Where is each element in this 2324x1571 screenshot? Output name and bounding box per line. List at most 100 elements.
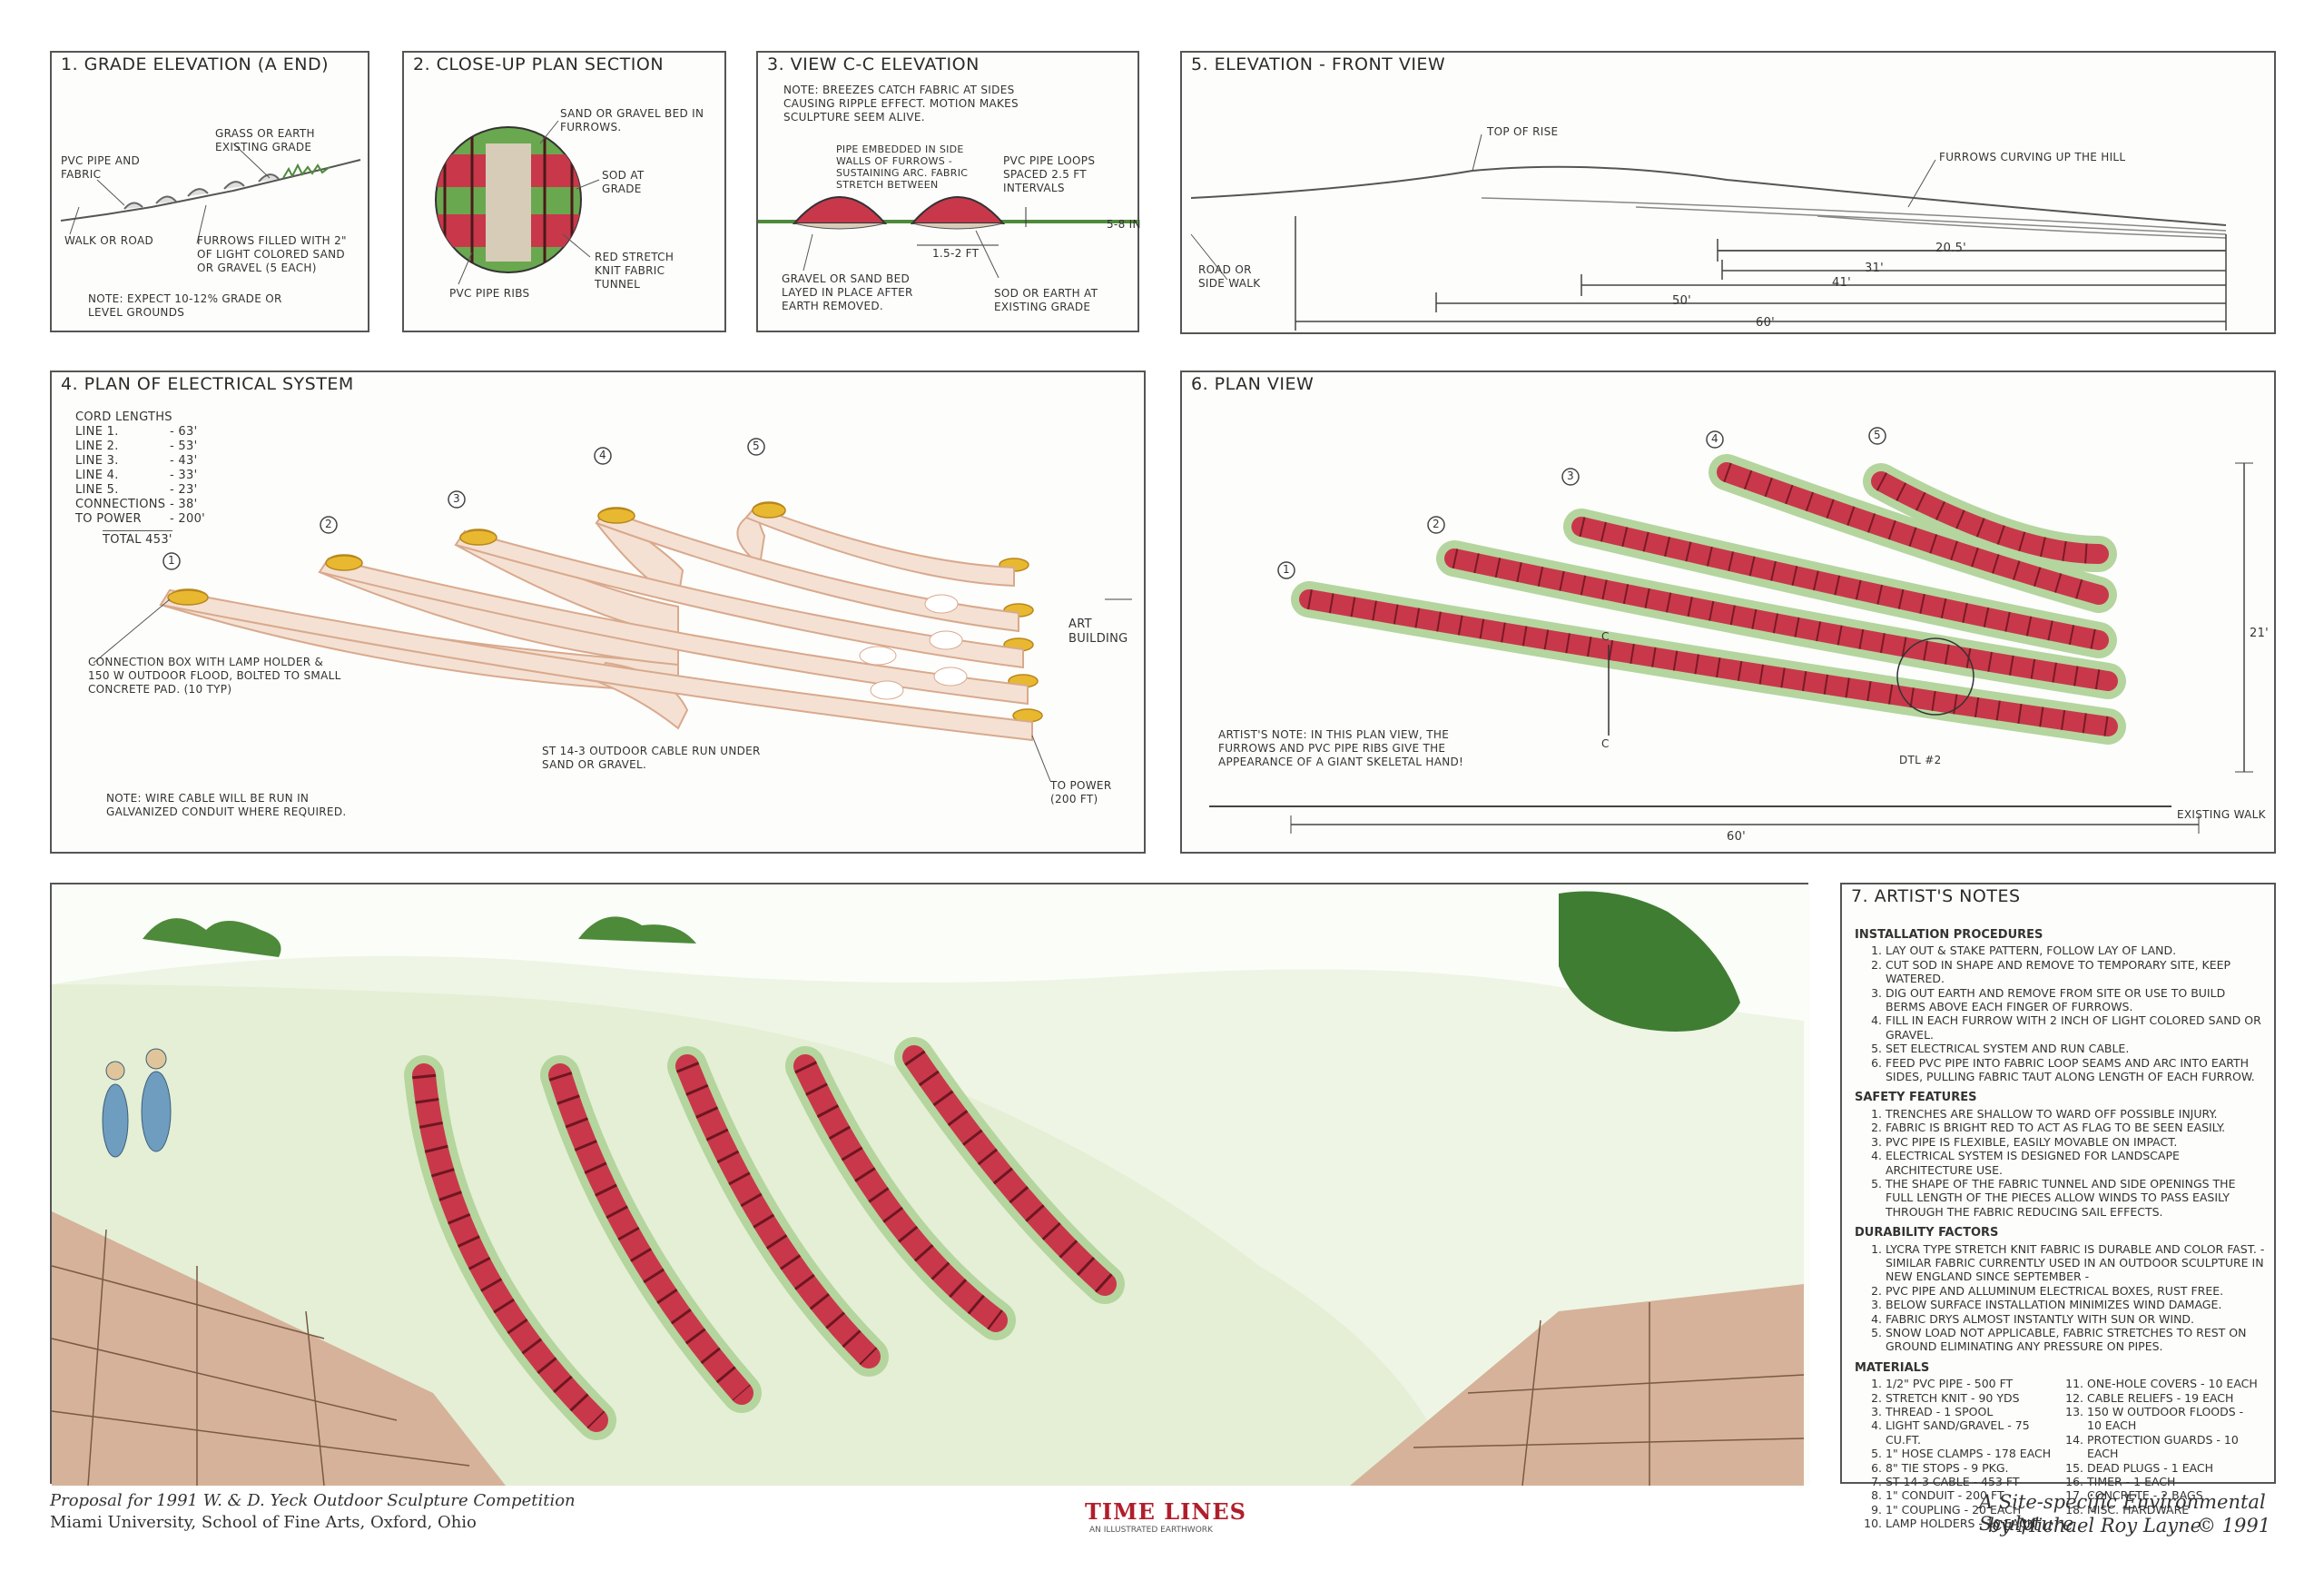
label-loops: PVC PIPE LOOPS SPACED 2.5 FT INTERVALS <box>1003 154 1096 194</box>
safety-item: ELECTRICAL SYSTEM IS DESIGNED FOR LANDSC… <box>1886 1149 2265 1177</box>
label-pvc: PVC PIPE AND FABRIC <box>61 154 141 181</box>
label-to-power: TO POWER (200 FT) <box>1050 779 1112 805</box>
material-item: CONCRETE - 2 BAGS <box>2087 1488 2260 1502</box>
label-width-60: 60' <box>1727 830 1747 844</box>
label-grass: GRASS OR EARTH EXISTING GRADE <box>215 127 315 153</box>
panel-title: 3. VIEW C-C ELEVATION <box>767 54 980 74</box>
plan-marker-2: 2 <box>1433 518 1440 530</box>
durability-title: DURABILITY FACTORS <box>1855 1226 1999 1240</box>
material-item: STRETCH KNIT - 90 YDS <box>1886 1391 2058 1405</box>
durability-list: LYCRA TYPE STRETCH KNIT FABRIC IS DURABL… <box>1886 1242 2265 1354</box>
materials-list-right: ONE-HOLE COVERS - 10 EACH CABLE RELIEFS … <box>2087 1377 2260 1530</box>
dim-31: 31' <box>1865 262 1885 275</box>
panel-title: 6. PLAN VIEW <box>1191 374 1315 394</box>
panel-perspective-rendering <box>50 883 1810 1487</box>
plan-marker-5: 5 <box>1874 429 1881 441</box>
cord-value-5: - 23' <box>170 483 198 497</box>
installation-item: CUT SOD IN SHAPE AND REMOVE TO TEMPORARY… <box>1886 958 2265 986</box>
front-elevation-drawing <box>1190 133 2227 331</box>
installation-item: FILL IN EACH FURROW WITH 2 INCH OF LIGHT… <box>1886 1013 2265 1042</box>
panel-view-cc: 3. VIEW C-C ELEVATION NOTE: BREEZES CATC… <box>756 51 1140 332</box>
material-item: 1" HOSE CLAMPS - 178 EACH <box>1886 1447 2058 1460</box>
plan-marker-4: 4 <box>1711 432 1718 445</box>
label-road: ROAD OR SIDE WALK <box>1198 263 1261 290</box>
materials-title: MATERIALS <box>1855 1360 1930 1375</box>
panel-title: 4. PLAN OF ELECTRICAL SYSTEM <box>61 374 354 394</box>
marker-3: 3 <box>453 492 460 505</box>
cord-total: TOTAL 453' <box>103 530 172 548</box>
cord-label-5: LINE 5. <box>75 483 119 497</box>
material-item: PROTECTION GUARDS - 10 EACH <box>2087 1433 2260 1461</box>
panel-title: 2. CLOSE-UP PLAN SECTION <box>413 54 665 74</box>
marker-2: 2 <box>325 518 332 530</box>
panel-grade-elevation: 1. GRADE ELEVATION (A END) GRASS OR EART… <box>50 51 369 332</box>
footer-school: Miami University, School of Fine Arts, O… <box>50 1513 477 1532</box>
cord-value-7: - 200' <box>170 512 206 526</box>
electrical-plan-drawing <box>93 438 1132 782</box>
installation-item: SET ELECTRICAL SYSTEM AND RUN CABLE. <box>1886 1042 2265 1055</box>
installation-item: FEED PVC PIPE INTO FABRIC LOOP SEAMS AND… <box>1886 1056 2265 1084</box>
grade-elevation-drawing <box>60 143 361 244</box>
cord-label-2: LINE 2. <box>75 440 119 453</box>
marker-5: 5 <box>753 440 760 452</box>
label-top-of-rise: TOP OF RISE <box>1487 125 1559 138</box>
perspective-rendering <box>51 884 1810 1487</box>
material-item: TIMER - 1 EACH <box>2087 1475 2260 1488</box>
label-dtl-2: DTL #2 <box>1899 754 1942 766</box>
panel-close-up-plan: 2. CLOSE-UP PLAN SECTION SAND OR GRAVEL … <box>402 51 726 332</box>
material-item: 150 W OUTDOOR FLOODS - 10 EACH <box>2087 1405 2260 1433</box>
dim-60: 60' <box>1756 316 1776 330</box>
materials-list-left: 1/2" PVC PIPE - 500 FT STRETCH KNIT - 90… <box>1886 1377 2058 1530</box>
material-item: LAMP HOLDERS - 10 EACH <box>1886 1517 2058 1530</box>
label-section-c-top: C <box>1601 630 1610 643</box>
material-item: 1" COUPLING - 20 EACH <box>1886 1503 2058 1517</box>
label-art-building: ART BUILDING <box>1068 618 1128 646</box>
footer-brand: TIME LINES <box>1085 1498 1246 1525</box>
installation-list: LAY OUT & STAKE PATTERN, FOLLOW LAY OF L… <box>1886 944 2265 1083</box>
footer-site-specific: A Site-specific Environmental Sculpture <box>1979 1491 2266 1535</box>
label-conduit-note: NOTE: WIRE CABLE WILL BE RUN IN GALVANIZ… <box>106 792 347 818</box>
material-item: LIGHT SAND/GRAVEL - 75 CU.FT. <box>1886 1418 2058 1447</box>
material-item: THREAD - 1 SPOOL <box>1886 1405 2058 1418</box>
label-connection-box: CONNECTION BOX WITH LAMP HOLDER & 150 W … <box>88 656 341 696</box>
material-item: 8" TIE STOPS - 9 PKG. <box>1886 1461 2058 1475</box>
cord-label-1: LINE 1. <box>75 425 119 439</box>
label-pipe: PIPE EMBEDDED IN SIDE WALLS OF FURROWS -… <box>836 143 969 191</box>
safety-item: THE SHAPE OF THE FABRIC TUNNEL AND SIDE … <box>1886 1177 2265 1219</box>
safety-item: FABRIC IS BRIGHT RED TO ACT AS FLAG TO B… <box>1886 1121 2265 1134</box>
panel-plan-view: 6. PLAN VIEW <box>1180 371 2276 854</box>
label-height-21: 21' <box>2250 627 2270 640</box>
label-existing-walk: EXISTING WALK <box>2177 808 2266 821</box>
cord-value-6: - 38' <box>170 498 198 511</box>
label-width: 1.5-2 FT <box>932 247 980 260</box>
plan-view-drawing <box>1209 427 2253 834</box>
footer-artist: by Michael Roy Layne <box>1988 1515 2202 1536</box>
footer-year: © 1991 <box>2197 1515 2271 1536</box>
plan-marker-3: 3 <box>1567 469 1574 482</box>
label-gravel: GRAVEL OR SAND BED LAYED IN PLACE AFTER … <box>782 272 913 312</box>
cord-title: CORD LENGTHS <box>75 410 172 424</box>
safety-title: SAFETY FEATURES <box>1855 1091 1977 1105</box>
artists-notes-body: INSTALLATION PROCEDURES LAY OUT & STAKE … <box>1855 921 2265 1531</box>
material-item: ONE-HOLE COVERS - 10 EACH <box>2087 1377 2260 1390</box>
durability-item: LYCRA TYPE STRETCH KNIT FABRIC IS DURABL… <box>1886 1242 2265 1284</box>
dim-20-5: 20.5' <box>1935 242 1967 255</box>
durability-item: PVC PIPE AND ALLUMINUM ELECTRICAL BOXES,… <box>1886 1284 2265 1298</box>
label-sod: SOD AT GRADE <box>602 169 645 195</box>
panel-electrical-plan: 4. PLAN OF ELECTRICAL SYSTEM CORD LENGTH… <box>50 371 1146 854</box>
durability-item: FABRIC DRYS ALMOST INSTANTLY WITH SUN OR… <box>1886 1312 2265 1326</box>
material-item: 1" CONDUIT - 200 FT <box>1886 1488 2058 1502</box>
cord-label-4: LINE 4. <box>75 469 119 482</box>
panel-title: 1. GRADE ELEVATION (A END) <box>61 54 330 74</box>
label-walk: WALK OR ROAD <box>64 234 154 247</box>
materials-columns: 1/2" PVC PIPE - 500 FT STRETCH KNIT - 90… <box>1867 1375 2265 1530</box>
material-item: 1/2" PVC PIPE - 500 FT <box>1886 1377 2058 1390</box>
label-note: NOTE: EXPECT 10-12% GRADE OR LEVEL GROUN… <box>88 292 282 319</box>
footer-brand-sub: AN ILLUSTRATED EARTHWORK <box>1089 1526 1213 1535</box>
view-cc-drawing <box>758 196 1139 279</box>
footer-competition: Proposal for 1991 W. & D. Yeck Outdoor S… <box>50 1491 576 1510</box>
material-item: ST 14-3 CABLE - 453 FT <box>1886 1475 2058 1488</box>
marker-1: 1 <box>168 554 175 567</box>
label-cable: ST 14-3 OUTDOOR CABLE RUN UNDER SAND OR … <box>542 745 761 771</box>
label-red-fabric: RED STRETCH KNIT FABRIC TUNNEL <box>595 251 675 291</box>
